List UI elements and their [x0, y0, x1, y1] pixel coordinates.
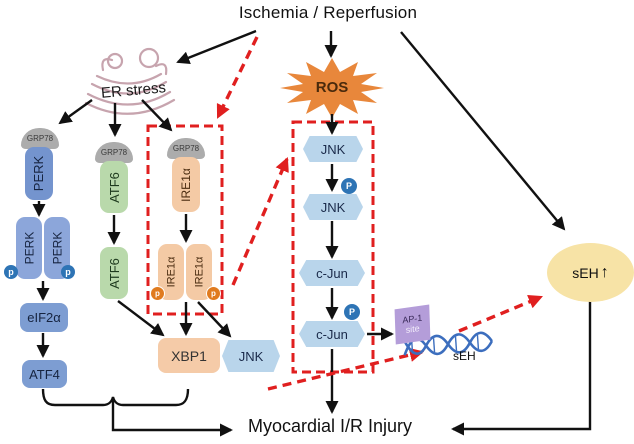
red-arrow-title-to-ire1box	[216, 36, 259, 119]
red-dashed-arrows	[216, 36, 543, 391]
arrow-title-to-er	[176, 29, 257, 64]
arrow-atf6-to-xbp1	[117, 300, 165, 337]
black-arrows	[32, 29, 592, 436]
red-arrow-ire1-to-jnkbox	[231, 157, 289, 286]
jnk-node: JNK	[303, 136, 363, 162]
seh-gene-label: sEH	[453, 349, 476, 363]
cjun-phospho-node: c-Jun	[299, 321, 365, 347]
arrow-seh-to-outcome	[451, 301, 592, 436]
cjun-node: c-Jun	[299, 260, 365, 286]
ire1-receptor: IRE1α	[172, 157, 200, 212]
seh-up-arrow: ↑	[600, 263, 609, 281]
eif2a-node: eIF2α	[20, 303, 68, 332]
arrow-er-to-perk	[58, 99, 93, 125]
arrow-title-to-seh	[400, 31, 566, 231]
phospho-badge-perk-left: p	[4, 265, 18, 279]
grp78-cap-atf6: GRP78	[95, 142, 133, 163]
grp78-cap-perk: GRP78	[21, 128, 59, 149]
phospho-badge-cjun: P	[344, 304, 360, 320]
jnk-phospho-node: JNK	[303, 194, 363, 220]
atf4-node: ATF4	[22, 360, 67, 388]
jnk-node-left: JNK	[222, 340, 280, 372]
ros-starburst	[280, 58, 384, 118]
er-icon	[84, 47, 176, 115]
arrow-er-to-ire1	[141, 99, 173, 132]
diagram-title: Ischemia / Reperfusion	[238, 3, 418, 22]
ap1-site-tag: AP-1 site	[394, 304, 431, 345]
phospho-badge-ire1-left: p	[150, 286, 165, 301]
phospho-badge-ire1-right: p	[206, 286, 221, 301]
arrow-dimer-to-jnk	[197, 301, 232, 338]
arrow-bracket-to-outcome	[111, 398, 233, 437]
red-arrow-gene-to-seh	[458, 295, 543, 333]
phospho-badge-perk-right: p	[61, 265, 75, 279]
ros-label: ROS	[315, 79, 349, 96]
phospho-badge-jnk: P	[341, 178, 357, 194]
perk-receptor: PERK	[25, 147, 53, 200]
outcome-label: Myocardial I/R Injury	[247, 416, 413, 436]
grp78-cap-ire1: GRP78	[167, 138, 205, 159]
seh-node: sEH ↑	[547, 243, 634, 302]
perk-dimer-left: PERK	[16, 217, 42, 279]
atf6-cleaved: ATF6	[100, 247, 128, 299]
red-arrow-jnkbox-to-gene	[267, 347, 425, 391]
atf6-receptor: ATF6	[100, 161, 128, 213]
xbp1-node: XBP1	[158, 338, 220, 373]
upr-bracket	[41, 388, 233, 437]
